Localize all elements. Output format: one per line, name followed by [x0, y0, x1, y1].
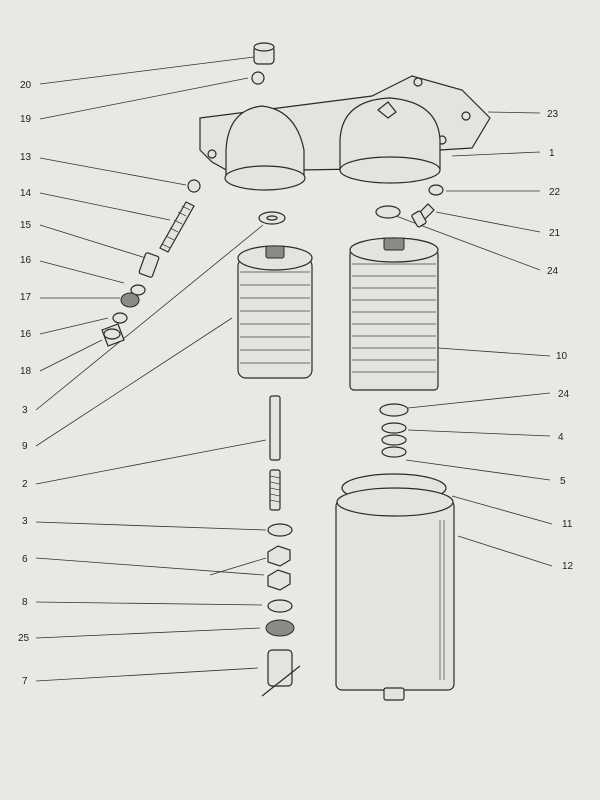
callout-16-lower: 16	[20, 329, 32, 340]
callouts-right: 23 1 22 21 24 10 24 4 5 11 12	[547, 109, 574, 572]
callout-2: 2	[22, 479, 28, 490]
callout-15: 15	[20, 220, 32, 231]
callout-8: 8	[22, 597, 28, 608]
filter-bowl	[335, 473, 455, 701]
callout-13: 13	[20, 152, 32, 163]
washer-upper	[258, 211, 286, 225]
right-seal-and-spring	[379, 403, 409, 458]
callout-16-upper: 16	[20, 255, 32, 266]
callout-3-upper: 3	[22, 405, 28, 416]
callout-21: 21	[549, 228, 561, 239]
callout-20: 20	[20, 80, 32, 91]
callout-24-lower: 24	[558, 389, 570, 400]
callout-4: 4	[558, 432, 564, 443]
callout-14: 14	[20, 188, 32, 199]
callout-5: 5	[560, 476, 566, 487]
callout-9: 9	[22, 441, 28, 452]
callout-7: 7	[22, 676, 28, 687]
left-lower-stack	[261, 523, 301, 697]
callout-12: 12	[562, 561, 574, 572]
relief-valve-parts	[101, 179, 201, 347]
callout-25: 25	[18, 633, 30, 644]
callout-23: 23	[547, 109, 559, 120]
callout-10: 10	[556, 351, 568, 362]
callout-22: 22	[549, 187, 561, 198]
callout-6: 6	[22, 554, 28, 565]
callout-17: 17	[20, 292, 32, 303]
head-casting	[199, 75, 491, 191]
callout-11: 11	[562, 519, 573, 530]
right-upper-small-parts	[375, 184, 444, 228]
plug-and-ball	[251, 42, 275, 85]
callout-3-lower: 3	[22, 516, 28, 527]
stacked-filter-element	[237, 245, 313, 379]
center-bolt	[269, 395, 281, 511]
callout-19: 19	[20, 114, 32, 125]
callout-1: 1	[549, 148, 555, 159]
cylindrical-filter-element	[349, 237, 439, 391]
callout-18: 18	[20, 366, 32, 377]
callout-24-upper: 24	[547, 266, 559, 277]
callouts-left: 20 19 13 14 15 16 17 16 18 3 9 2 3 6 8 2…	[18, 80, 32, 687]
